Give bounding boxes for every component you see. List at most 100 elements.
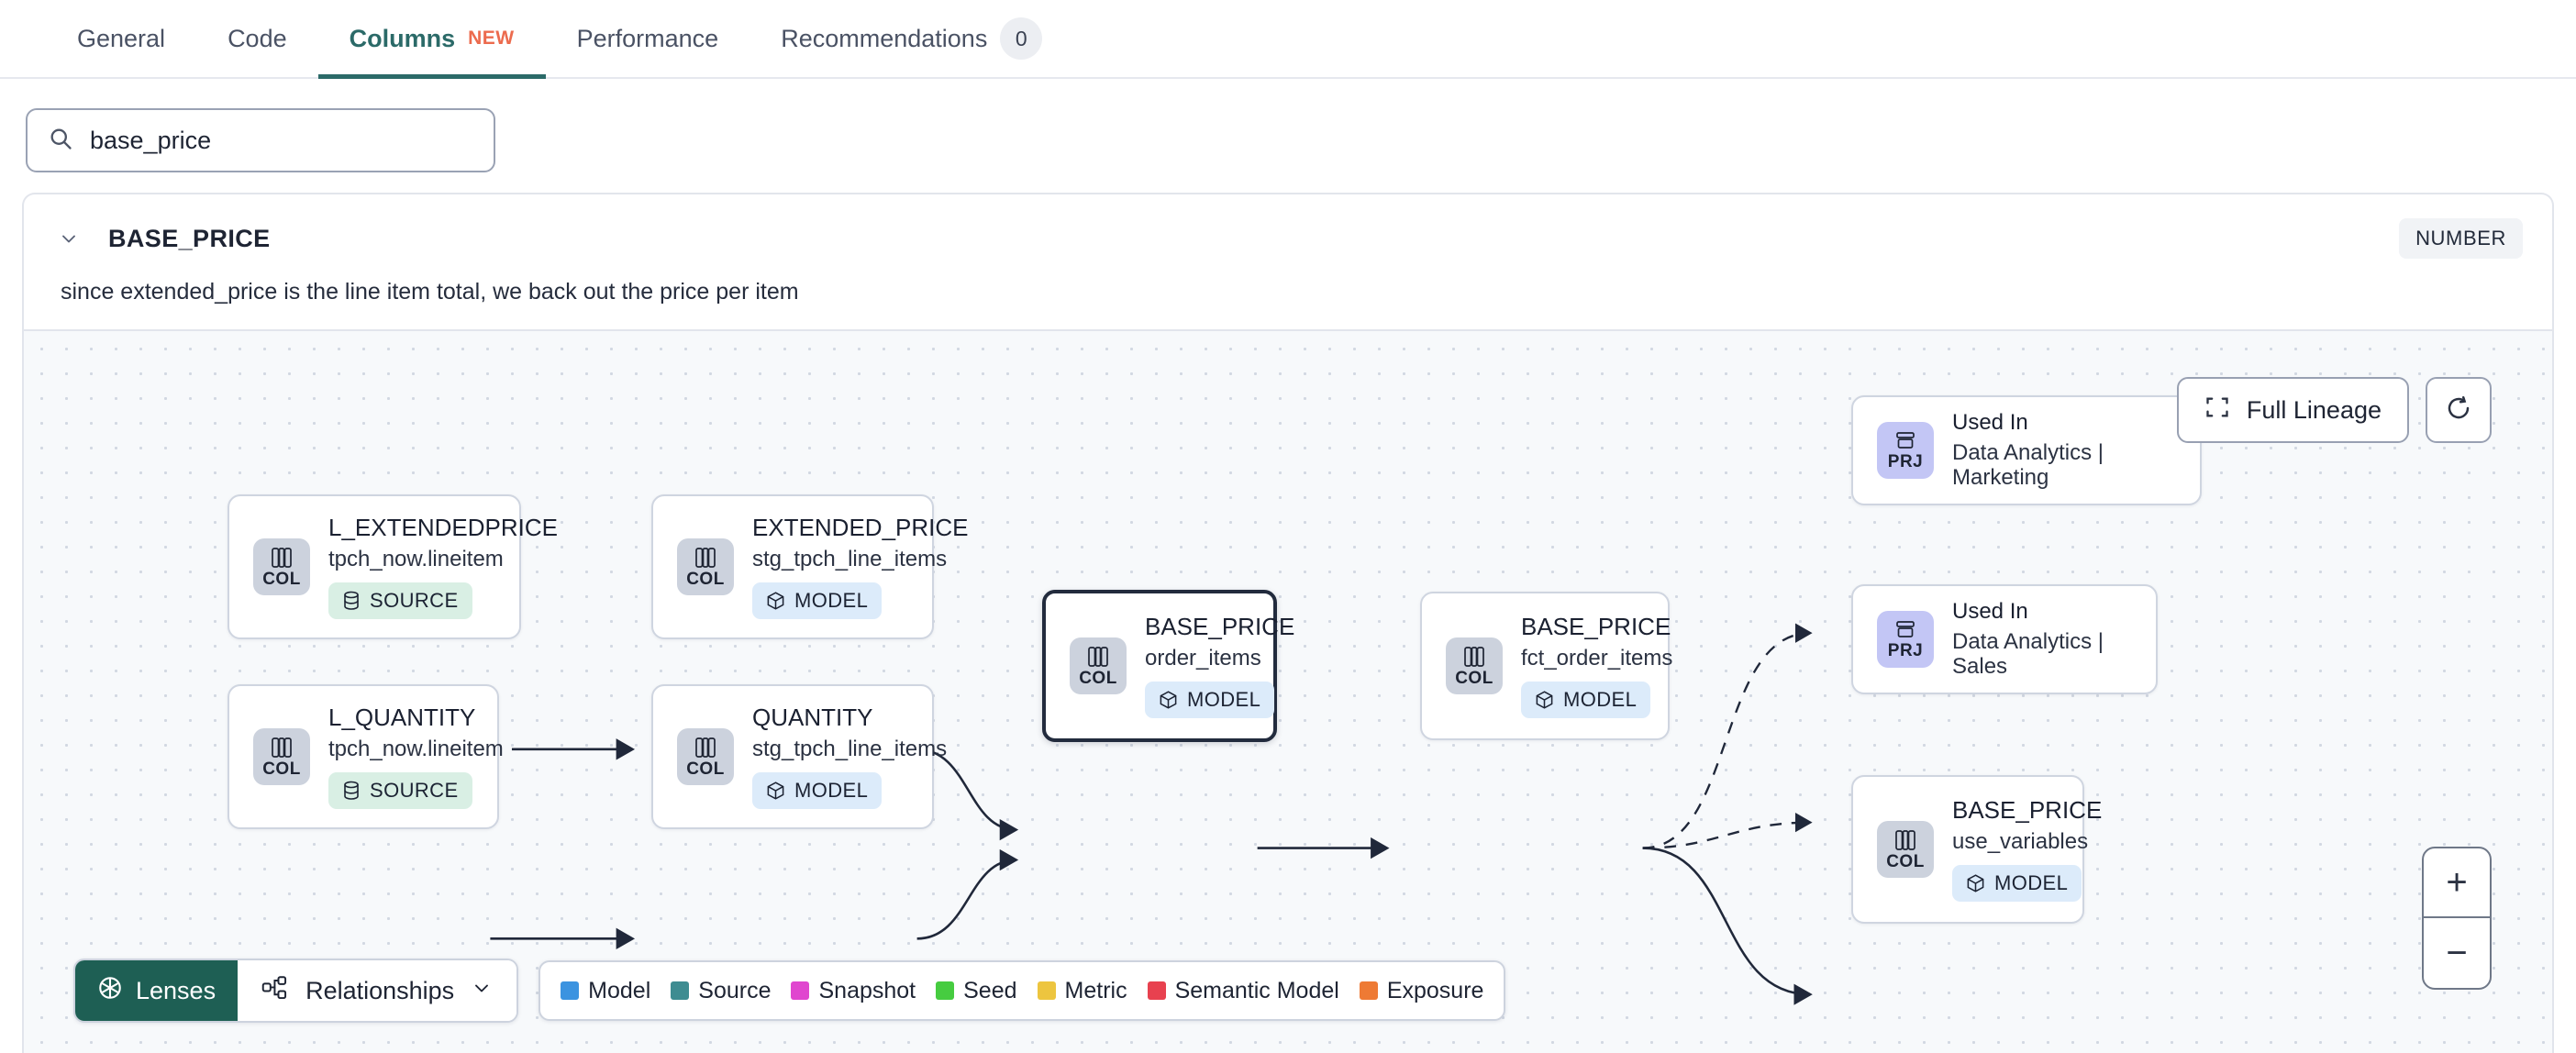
node-subtitle: Data Analytics | Marketing	[1952, 439, 2104, 491]
lineage-node-l-extendedprice[interactable]: COL L_EXTENDEDPRICE tpch_now.lineitem SO…	[228, 494, 558, 639]
lineage-node-project-marketing[interactable]: PRJ Used In Data Analytics | Marketing	[1851, 395, 2202, 505]
archive-box-icon	[1896, 621, 1915, 637]
node-kind-badge: MODEL	[1145, 681, 1275, 718]
legend-label: Metric	[1064, 977, 1127, 1003]
legend-item-seed: Seed	[936, 977, 1017, 1004]
cube-icon	[1967, 874, 1984, 892]
legend-swatch	[671, 981, 690, 1000]
legend-item-model: Model	[561, 978, 650, 1004]
legend-swatch	[1359, 981, 1378, 1000]
node-subtitle: tpch_now.lineitem	[328, 547, 504, 572]
relationships-icon	[261, 975, 289, 1007]
lineage-toolbar: Full Lineage	[2176, 377, 2492, 443]
tab-performance[interactable]: Performance	[546, 0, 750, 77]
kind-label: MODEL	[1563, 687, 1638, 711]
node-text: BASE_PRICE fct_order_items MODEL	[1521, 613, 1672, 718]
kind-label: MODEL	[794, 778, 869, 802]
zoom-in-button[interactable]: +	[2424, 848, 2490, 918]
lenses-group: Lenses Relationships	[73, 959, 519, 1023]
legend-swatch	[1147, 981, 1166, 1000]
project-glyph-icon: PRJ	[1877, 611, 1934, 668]
database-icon	[344, 591, 359, 610]
node-kind-badge: MODEL	[1521, 681, 1651, 718]
full-lineage-label: Full Lineage	[2246, 395, 2382, 424]
lenses-label: Lenses	[136, 976, 217, 1004]
search-area	[0, 79, 2576, 193]
lineage-node-l-quantity[interactable]: COL L_QUANTITY tpch_now.lineitem SOURCE	[228, 684, 504, 829]
tab-general[interactable]: General	[46, 0, 196, 77]
node-text: L_QUANTITY tpch_now.lineitem SOURCE	[328, 704, 504, 809]
tab-bar: General Code Columns NEW Performance Rec…	[0, 0, 2576, 79]
tab-columns[interactable]: Columns NEW	[317, 0, 546, 79]
database-icon	[344, 781, 359, 800]
column-glyph-icon: COL	[677, 538, 734, 595]
column-header: BASE_PRICE NUMBER	[24, 194, 2552, 270]
recommendations-count-badge: 0	[1000, 17, 1043, 60]
glyph-label: COL	[262, 570, 301, 589]
glyph-label: PRJ	[1887, 641, 1924, 660]
node-title: L_QUANTITY	[328, 704, 476, 732]
legend-swatch	[1037, 981, 1056, 1000]
node-subtitle: Data Analytics | Sales	[1952, 628, 2104, 680]
project-glyph-icon: PRJ	[1877, 422, 1934, 479]
legend-item-snapshot: Snapshot	[791, 978, 916, 1004]
column-glyph-icon: COL	[253, 538, 310, 595]
archive-box-icon	[1896, 432, 1915, 449]
legend-label: Seed	[963, 977, 1017, 1003]
full-lineage-button[interactable]: Full Lineage	[2176, 377, 2409, 443]
kind-label: SOURCE	[370, 778, 459, 802]
lineage-node-extended-price[interactable]: COL EXTENDED_PRICE stg_tpch_line_items M…	[651, 494, 969, 639]
node-kind-badge: MODEL	[752, 582, 883, 619]
glyph-label: COL	[686, 570, 725, 589]
legend-label: Model	[588, 977, 651, 1003]
tab-code[interactable]: Code	[196, 0, 318, 77]
kind-label: SOURCE	[370, 588, 459, 612]
lineage-node-project-sales[interactable]: PRJ Used In Data Analytics | Sales	[1851, 584, 2158, 694]
glyph-label: COL	[686, 759, 725, 779]
legend-item-source: Source	[671, 978, 771, 1004]
lineage-node-base-price-use-variables[interactable]: COL BASE_PRICE use_variables MODEL	[1851, 775, 2102, 924]
legend-swatch	[791, 981, 810, 1000]
node-subtitle: tpch_now.lineitem	[328, 737, 504, 762]
legend-label: Semantic Model	[1174, 977, 1339, 1003]
search-input[interactable]	[90, 126, 473, 155]
node-title: L_EXTENDEDPRICE	[328, 514, 558, 542]
node-text: QUANTITY stg_tpch_line_items MODEL	[752, 704, 947, 809]
cube-icon	[767, 592, 784, 610]
legend-item-exposure: Exposure	[1359, 978, 1483, 1004]
kind-label: MODEL	[1187, 687, 1261, 711]
relationships-dropdown[interactable]: Relationships	[238, 960, 517, 1021]
node-title: BASE_PRICE	[1952, 796, 2103, 825]
legend-swatch	[561, 981, 580, 1000]
glyph-label: COL	[1079, 669, 1117, 688]
glyph-label: COL	[1455, 669, 1493, 688]
refresh-button[interactable]	[2426, 377, 2492, 443]
zoom-controls: + −	[2422, 847, 2492, 990]
legend-item-semantic-model: Semantic Model	[1147, 977, 1339, 1004]
lineage-bottom-bar: Lenses Relationships	[73, 959, 1506, 1023]
chevron-down-icon	[471, 977, 493, 1005]
expand-icon	[2204, 394, 2230, 427]
zoom-out-button[interactable]: −	[2446, 932, 2468, 973]
lineage-node-quantity[interactable]: COL QUANTITY stg_tpch_line_items MODEL	[651, 684, 947, 829]
kind-label: MODEL	[1994, 870, 2069, 894]
column-glyph-icon: COL	[1070, 637, 1127, 694]
node-text: Used In Data Analytics | Marketing	[1952, 410, 2176, 491]
glyph-label: COL	[1886, 852, 1925, 871]
column-glyph-icon: COL	[677, 728, 734, 785]
lineage-node-base-price-order-items[interactable]: COL BASE_PRICE order_items MODEL	[1042, 590, 1294, 742]
column-glyph-icon: COL	[253, 728, 310, 785]
glyph-label: COL	[262, 759, 301, 779]
legend-swatch	[936, 981, 955, 1000]
node-text: EXTENDED_PRICE stg_tpch_line_items MODEL	[752, 514, 969, 619]
chevron-down-icon[interactable]	[53, 227, 84, 249]
lineage-edges	[490, 623, 1813, 1005]
lenses-button[interactable]: Lenses	[75, 960, 239, 1021]
tab-recommendations[interactable]: Recommendations 0	[749, 0, 1073, 77]
aperture-icon	[97, 975, 123, 1007]
node-title: EXTENDED_PRICE	[752, 514, 969, 542]
lineage-node-base-price-fct-order-items[interactable]: COL BASE_PRICE fct_order_items MODEL	[1420, 592, 1672, 740]
search-box[interactable]	[26, 108, 495, 172]
lineage-canvas[interactable]: COL L_EXTENDEDPRICE tpch_now.lineitem SO…	[24, 329, 2552, 1053]
cube-icon	[1536, 691, 1553, 709]
